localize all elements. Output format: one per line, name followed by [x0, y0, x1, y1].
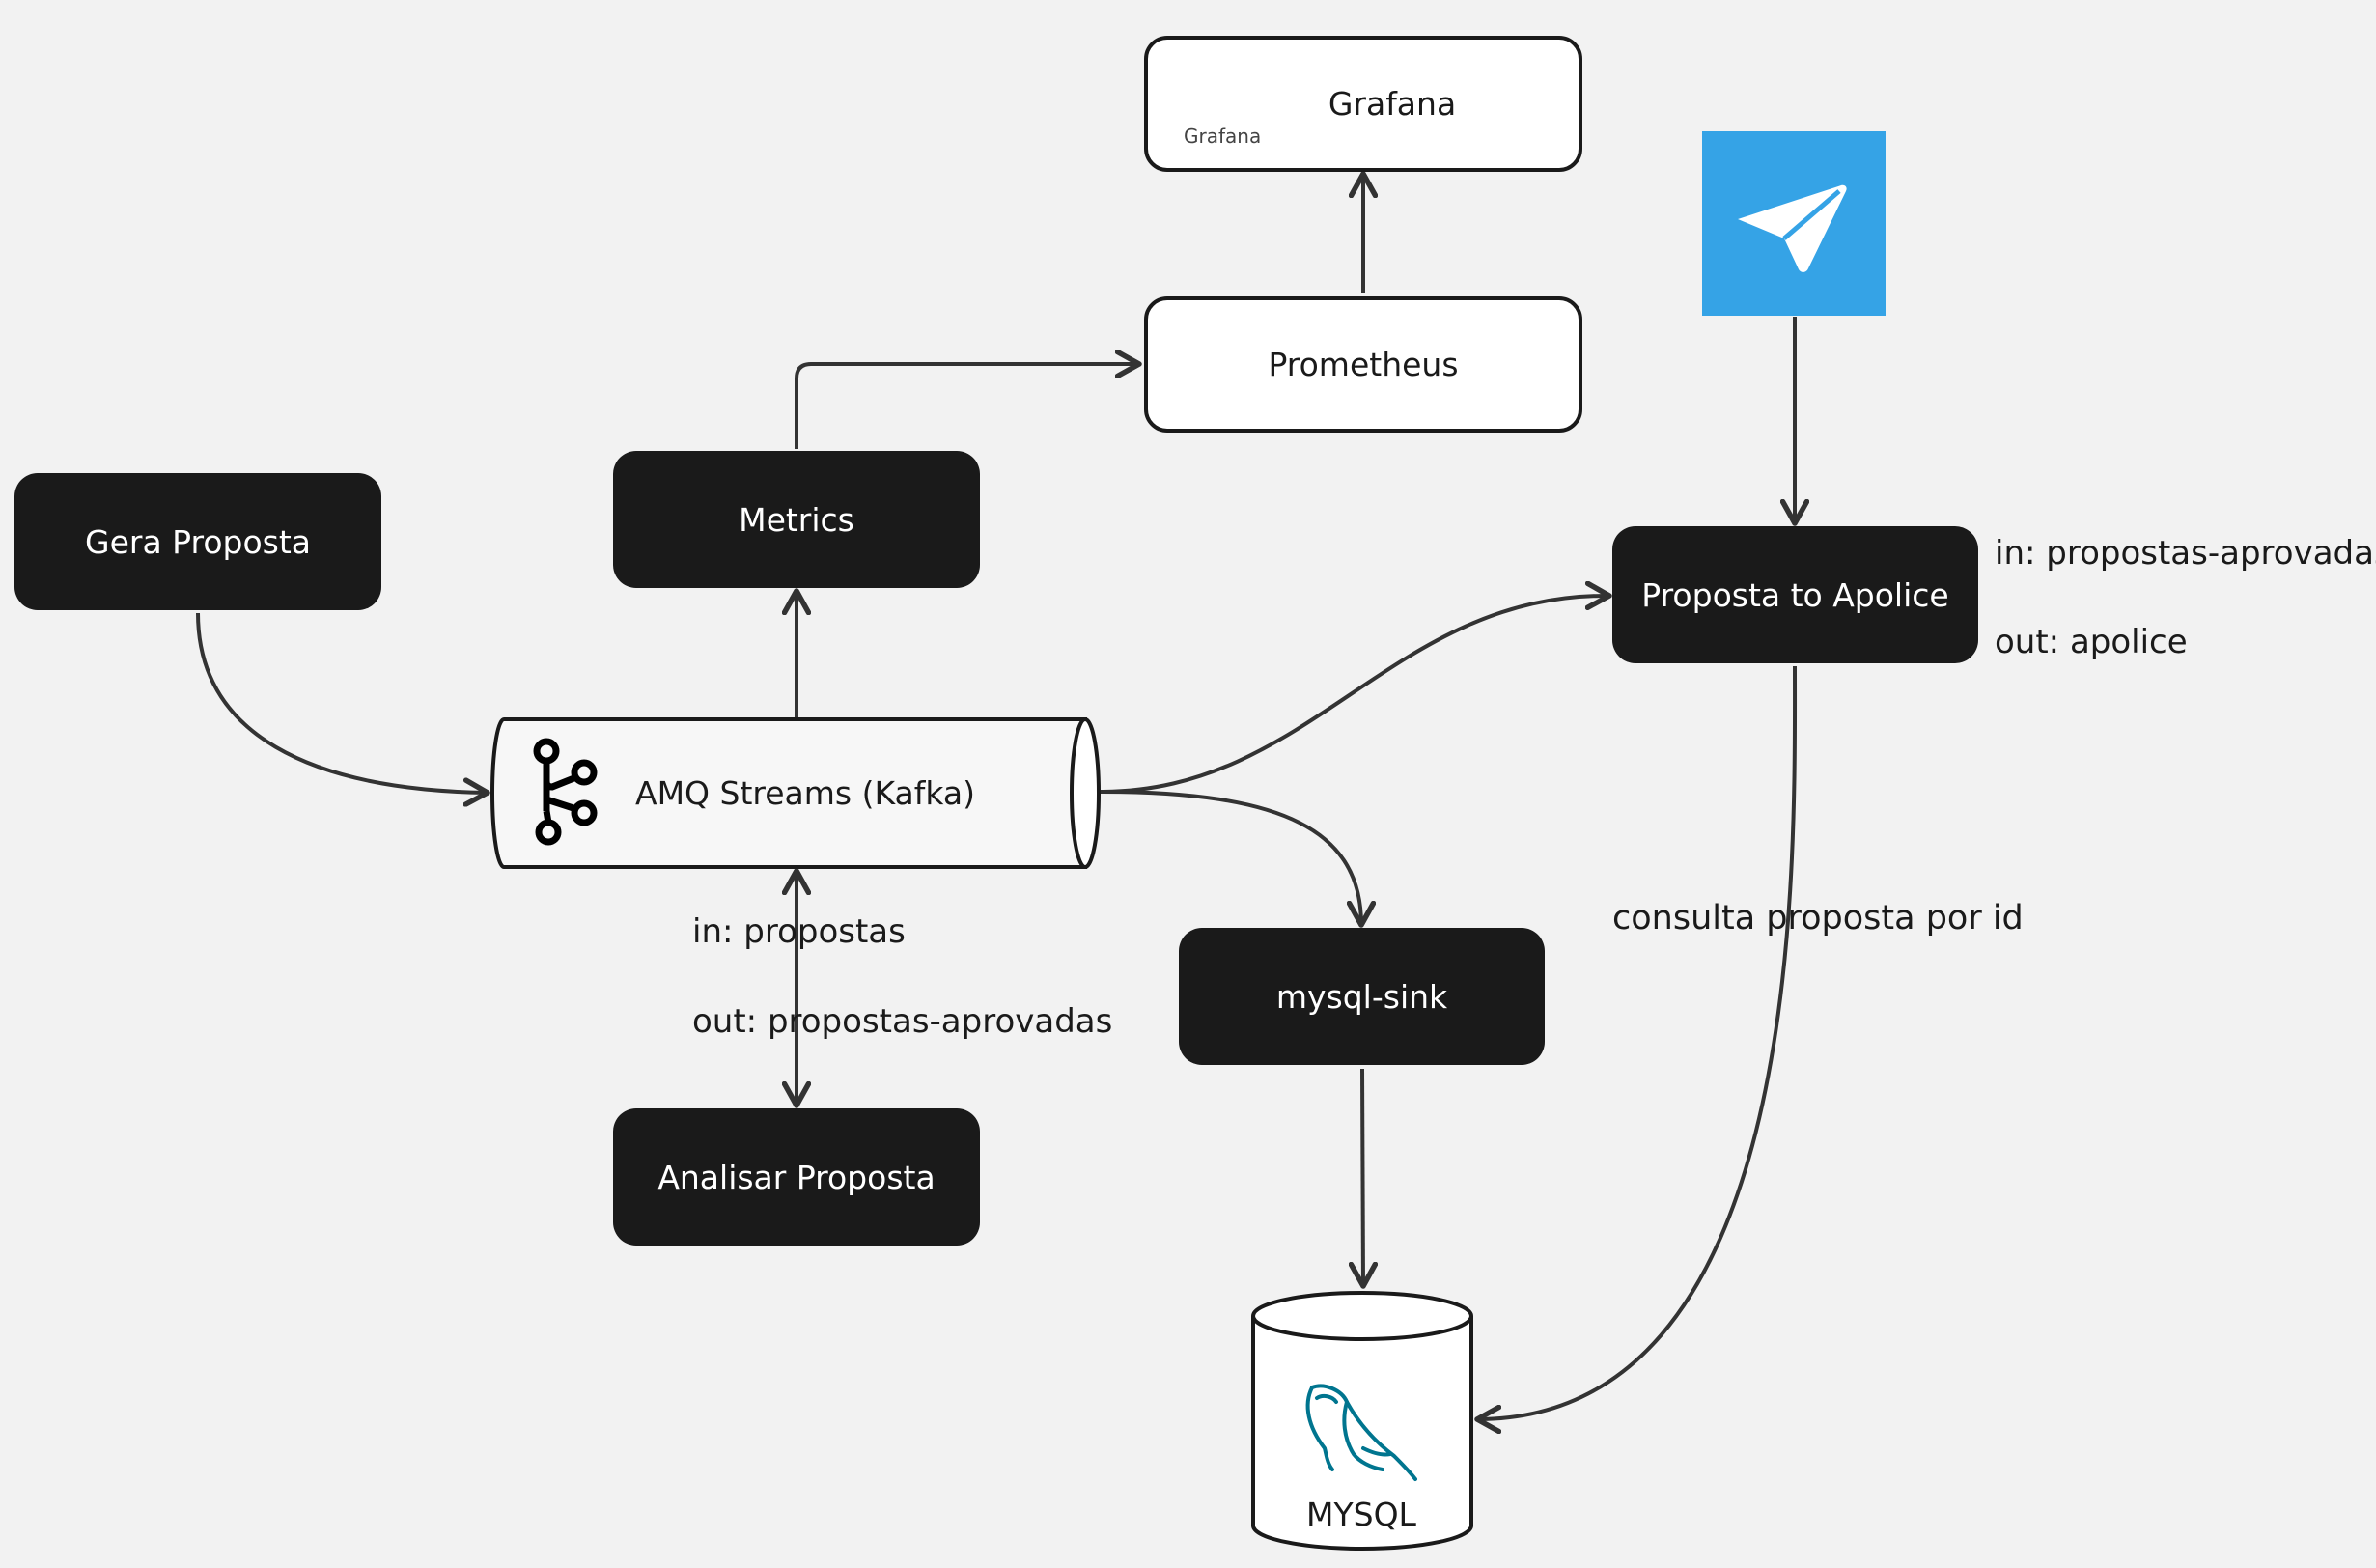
apolice-out-label: out: apolice [1995, 623, 2188, 661]
grafana-node[interactable]: Grafana [1144, 36, 1582, 172]
analisar-proposta-label: Analisar Proposta [657, 1158, 936, 1196]
amq-streams-label: AMQ Streams (Kafka) [635, 774, 975, 812]
kafka-out-label: out: propostas-aprovadas [692, 1002, 1113, 1041]
grafana-label: Grafana [1328, 85, 1457, 123]
edge-gera-to-kafka [196, 612, 488, 793]
edge-kafka-to-apolice [1100, 596, 1609, 794]
mysql-label: MYSQL [1306, 1496, 1416, 1533]
mysql-sink-node[interactable]: mysql-sink [1179, 928, 1545, 1065]
edge-apolice-to-mysql [1477, 665, 1798, 1419]
proposta-to-apolice-label: Proposta to Apolice [1641, 575, 1949, 614]
mysql-sink-label: mysql-sink [1275, 977, 1448, 1016]
apolice-in-label: in: propostas-aprovadas [1995, 534, 2376, 573]
amq-streams-node [490, 717, 1101, 869]
proposta-to-apolice-node[interactable]: Proposta to Apolice [1612, 526, 1978, 663]
metrics-node[interactable]: Metrics [613, 451, 980, 588]
mysql-node [1251, 1291, 1473, 1551]
edge-mysql-sink-to-mysql [1362, 1068, 1363, 1286]
kafka-icon [533, 738, 598, 846]
gera-proposta-label: Gera Proposta [85, 522, 311, 561]
consulta-label: consulta proposta por id [1612, 899, 2024, 938]
prometheus-label: Prometheus [1268, 346, 1459, 383]
prometheus-node[interactable]: Prometheus [1144, 296, 1582, 433]
mysql-dolphin-icon [1305, 1384, 1417, 1481]
grafana-logo-text: Grafana [1184, 125, 1262, 148]
gera-proposta-node[interactable]: Gera Proposta [14, 473, 381, 610]
analisar-proposta-node[interactable]: Analisar Proposta [613, 1108, 980, 1246]
kafka-in-label: in: propostas [692, 912, 906, 951]
telegram-icon[interactable] [1702, 131, 1886, 316]
edge-kafka-to-mysql-sink [1100, 790, 1361, 925]
edge-metrics-to-prometheus [795, 364, 1139, 449]
metrics-label: Metrics [739, 500, 854, 539]
